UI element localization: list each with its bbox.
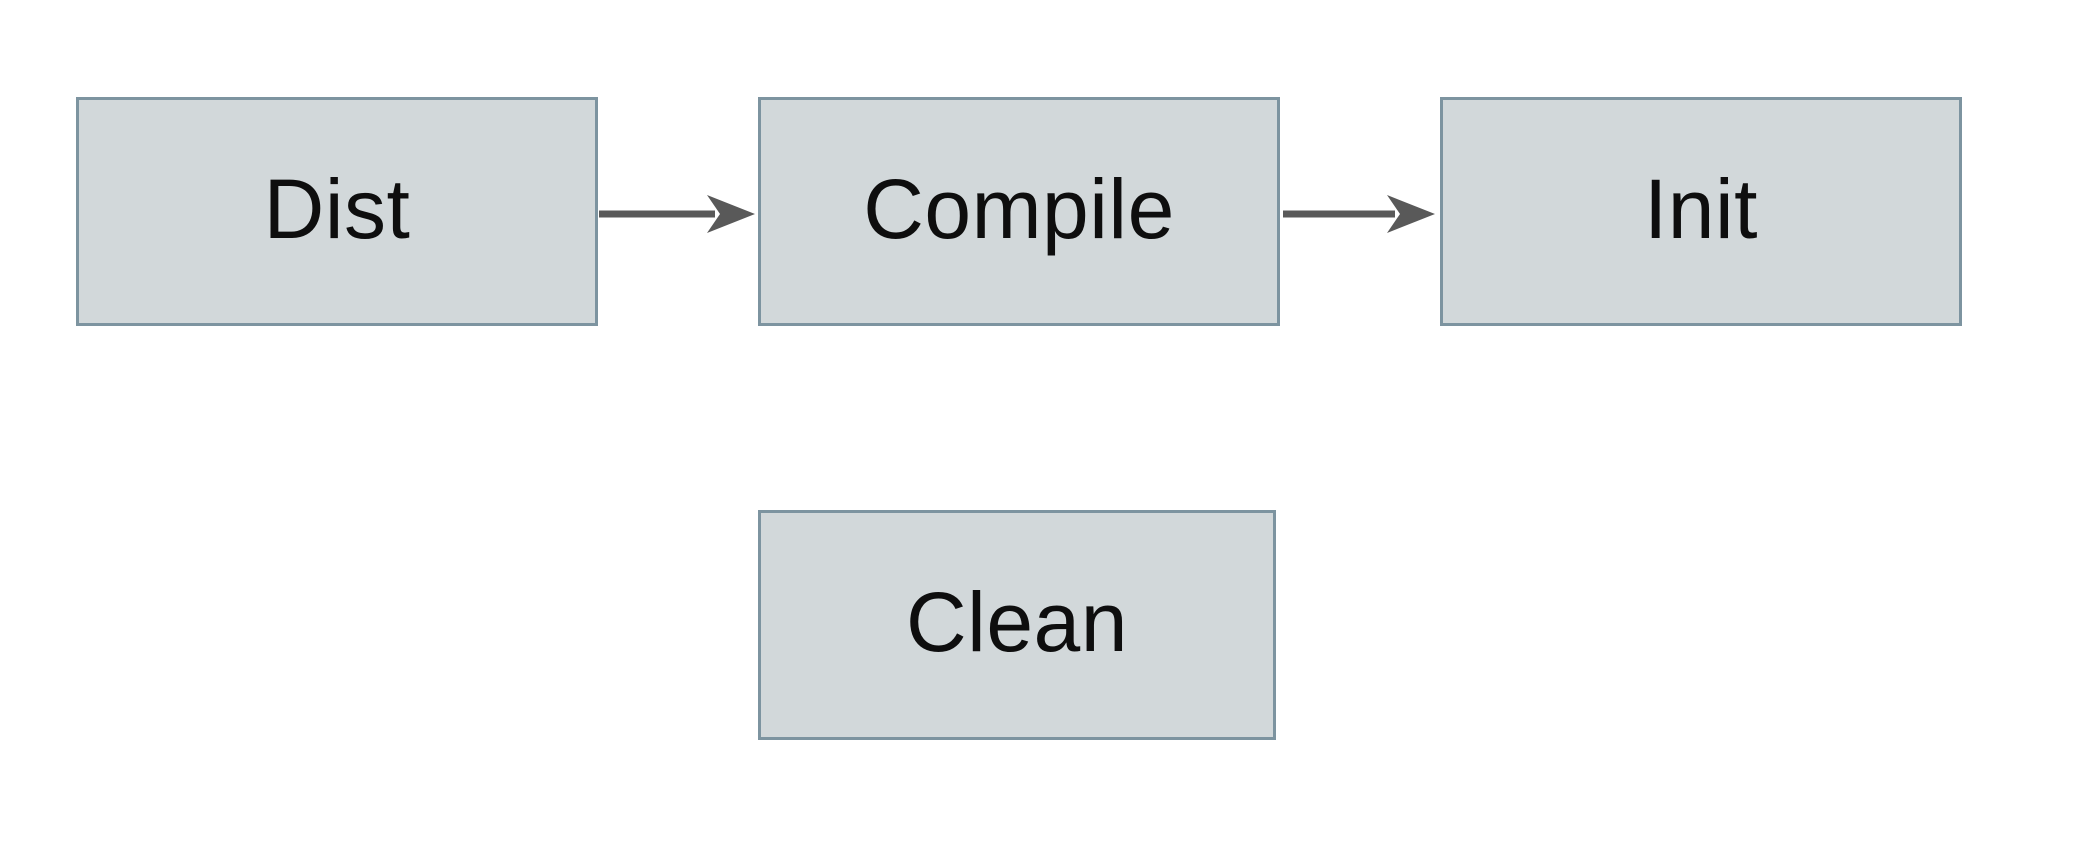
node-clean[interactable]: Clean (758, 510, 1276, 740)
arrow-compile-to-init[interactable] (1283, 190, 1436, 238)
node-dist-label: Dist (263, 161, 411, 256)
node-init-label: Init (1643, 161, 1759, 256)
node-compile[interactable]: Compile (758, 97, 1280, 326)
node-dist[interactable]: Dist (76, 97, 598, 326)
node-clean-label: Clean (906, 575, 1128, 669)
node-init[interactable]: Init (1440, 97, 1962, 326)
arrow-head-icon (1387, 195, 1435, 233)
arrow-head-icon (707, 195, 755, 233)
node-compile-label: Compile (863, 161, 1175, 256)
arrow-dist-to-compile[interactable] (599, 190, 756, 238)
